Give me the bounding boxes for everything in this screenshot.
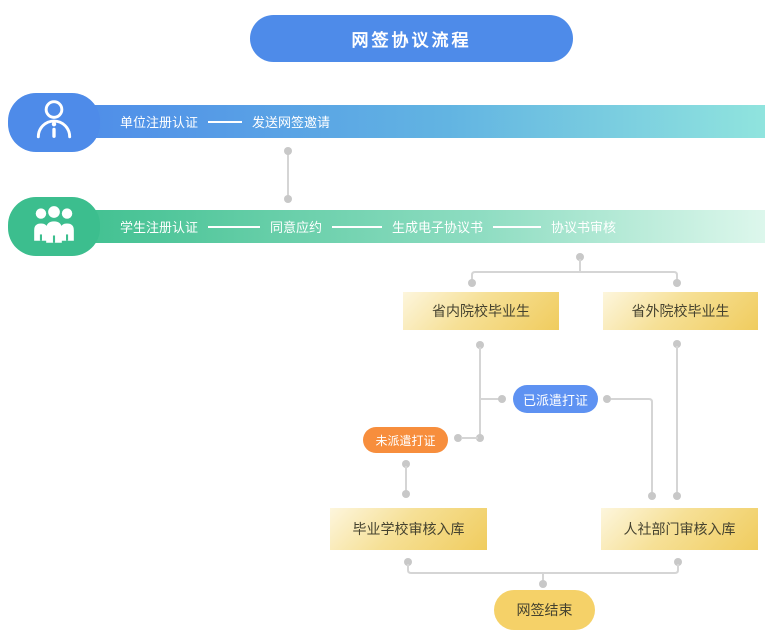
step-agreement-review: 协议书审核 (551, 220, 617, 235)
student-lane-bar: 学生注册认证 同意应约 生成电子协议书 协议书审核 (60, 210, 765, 243)
node-out-province-graduates: 省外院校毕业生 (603, 292, 758, 330)
connector-review-to-branches (468, 253, 681, 287)
step-employer-register: 单位注册认证 (120, 115, 199, 130)
group-icon (30, 203, 78, 250)
step-student-register: 学生注册认证 (120, 220, 199, 235)
node-hr-review: 人社部门审核入库 (601, 508, 758, 550)
connector-in-province-down (476, 341, 506, 442)
step-generate-agreement: 生成电子协议书 (392, 220, 484, 235)
connector-notdispatched-to-school (402, 460, 410, 498)
connector-invite-to-student (284, 147, 292, 203)
employer-lane-cap (8, 93, 100, 152)
node-in-province-graduates: 省内院校毕业生 (403, 292, 559, 330)
step-divider (208, 120, 243, 123)
connector-dispatched-to-hr (603, 395, 656, 500)
step-accept-offer: 同意应约 (270, 220, 323, 235)
tag-dispatched: 已派遣打证 (513, 385, 598, 413)
employer-lane-bar: 单位注册认证 发送网签邀请 (60, 105, 765, 138)
employer-lane-steps: 单位注册认证 发送网签邀请 (120, 112, 330, 131)
step-divider (208, 225, 261, 228)
connector-notdispatched-side (454, 434, 478, 442)
page-title: 网签协议流程 (250, 15, 573, 62)
step-send-invite: 发送网签邀请 (252, 115, 331, 130)
step-divider (332, 225, 383, 228)
node-school-review: 毕业学校审核入库 (330, 508, 487, 550)
person-icon (31, 97, 77, 148)
student-lane-steps: 学生注册认证 同意应约 生成电子协议书 协议书审核 (120, 217, 616, 236)
connector-reviews-to-end (404, 558, 682, 588)
connector-out-province-to-hr (673, 340, 681, 500)
step-divider (493, 225, 542, 228)
tag-not-dispatched: 未派遣打证 (363, 427, 448, 453)
student-lane-cap (8, 197, 100, 256)
node-end: 网签结束 (494, 590, 595, 630)
